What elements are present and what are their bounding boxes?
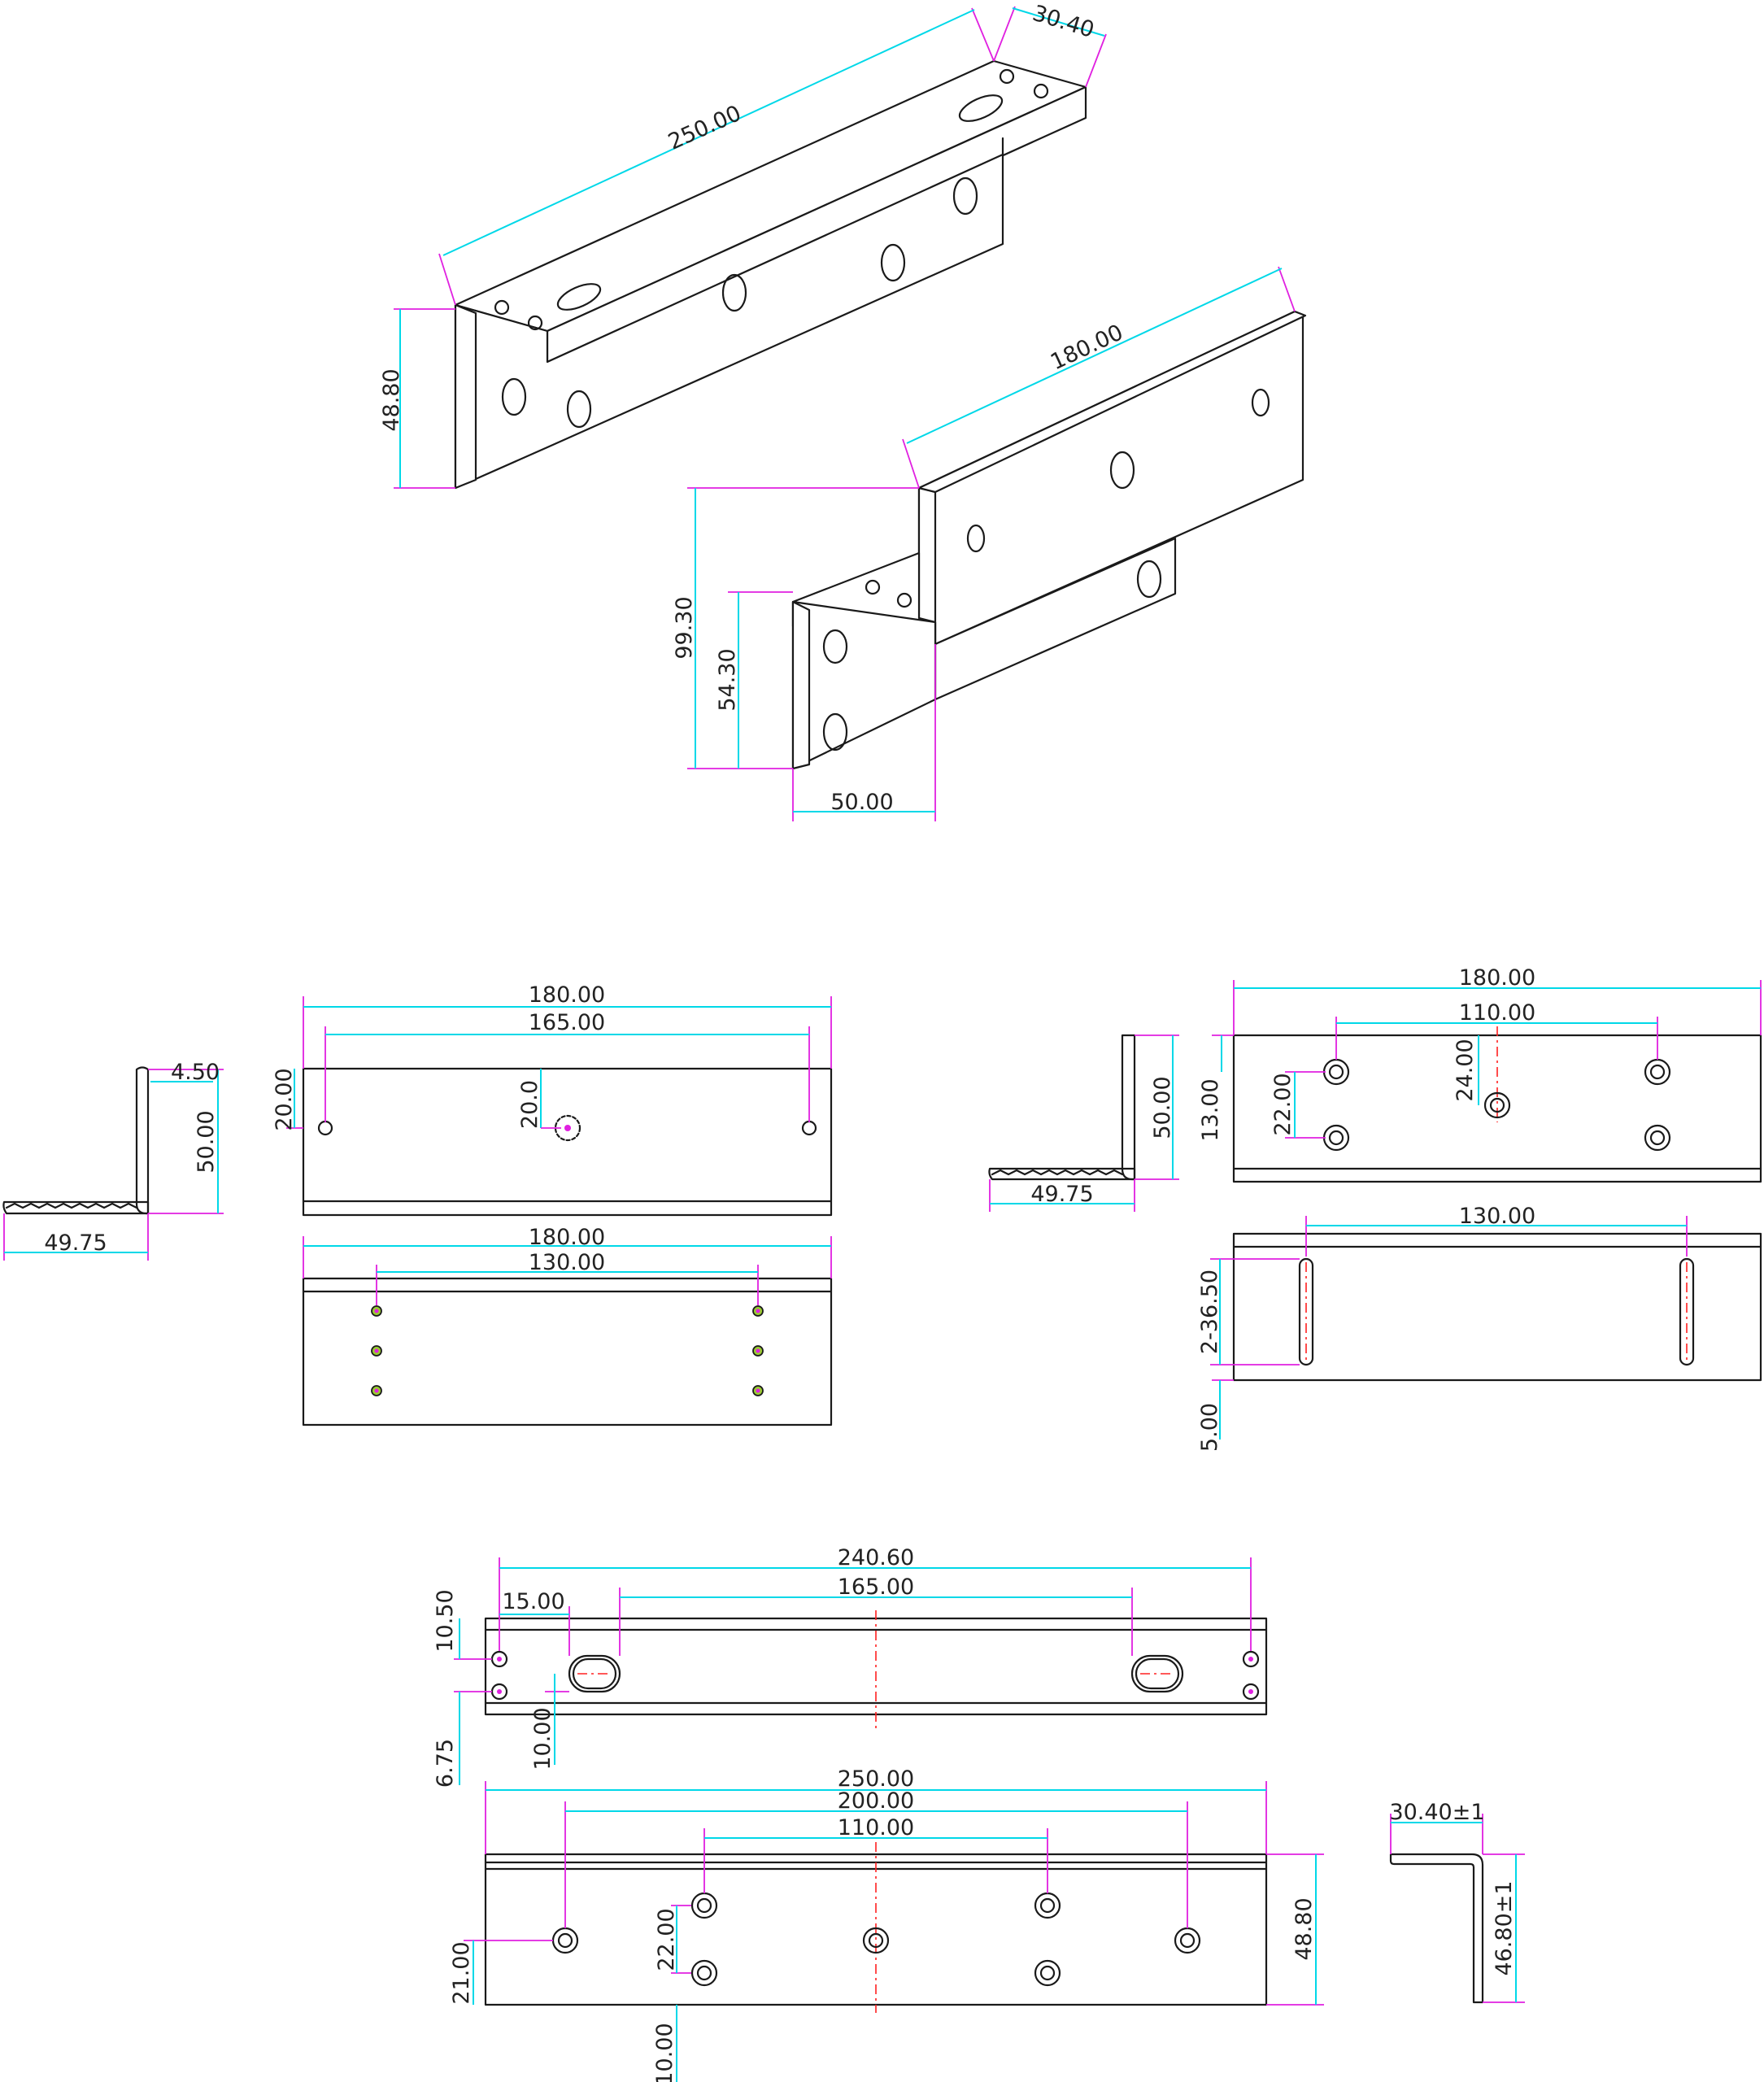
dim-v4-base: 49.75 [1030, 1182, 1093, 1207]
dim-v2-holes: 165.00 [529, 1010, 605, 1035]
dim-iso2-base: 50.00 [830, 790, 893, 815]
dim-v3-length: 180.00 [529, 1225, 605, 1250]
dim-iso2-length: 180.00 [1047, 320, 1127, 375]
dim-v1-thick: 4.50 [171, 1060, 220, 1085]
dim-v5-top: 13.00 [1198, 1078, 1223, 1141]
dim-v1-height: 50.00 [194, 1110, 219, 1173]
dim-v6-offset: 5.00 [1197, 1403, 1222, 1452]
dim-v7-lower: 6.75 [433, 1739, 458, 1788]
dim-v7-height: 10.50 [433, 1589, 458, 1652]
dim-v5-length: 180.00 [1459, 965, 1535, 991]
dim-v8-spacing: 22.00 [654, 1908, 679, 1971]
view-plate-180-right-top: 180.00 110.00 24.00 13.00 22.00 [1198, 965, 1762, 1183]
dim-v1-base: 49.75 [44, 1230, 107, 1256]
dim-v2-length: 180.00 [529, 982, 605, 1008]
view-plate-250-front: 250.00 200.00 110.00 22.00 21.00 48.80 1… [449, 1766, 1324, 2082]
dim-v8-bottom: 10.00 [652, 2023, 677, 2082]
dim-v8-outer: 200.00 [838, 1788, 914, 1814]
view-l-profile-left: 4.50 50.00 49.75 [2, 1060, 224, 1261]
dim-v2-center: 20.0 [517, 1080, 542, 1129]
dim-v8-length: 250.00 [838, 1766, 914, 1792]
view-plate-250-top: 240.60 165.00 15.00 10.50 6.75 10.00 [433, 1545, 1268, 1788]
dim-iso2-lower-height: 54.30 [715, 648, 740, 711]
dim-v7-total: 240.60 [838, 1545, 914, 1570]
dim-v9-height: 46.80±1 [1492, 1880, 1517, 1975]
dim-v5-holes: 110.00 [1459, 1000, 1535, 1026]
dim-v3-holes: 130.00 [529, 1250, 605, 1275]
dim-v7-edge: 15.00 [502, 1589, 564, 1614]
dim-v9-width: 30.40±1 [1389, 1800, 1484, 1825]
dim-v4-height: 50.00 [1150, 1076, 1175, 1139]
dim-v6-slot: 2-36.50 [1197, 1270, 1222, 1354]
dim-v7-slots: 165.00 [838, 1575, 914, 1600]
dim-iso-height: 48.80 [379, 368, 404, 431]
iso-l-bracket: 250.00 30.40 48.80 [379, 1, 1107, 490]
view-plate-180-front: 180.00 130.00 [302, 1225, 833, 1426]
view-l-profile-right: 50.00 49.75 [988, 1034, 1179, 1212]
dim-v6-holes: 130.00 [1459, 1204, 1535, 1229]
dim-iso2-total-height: 99.30 [672, 596, 697, 659]
dim-v5-center: 24.00 [1453, 1039, 1478, 1101]
dim-iso-length: 250.00 [664, 101, 745, 155]
dim-iso-width: 30.40 [1030, 1, 1097, 43]
dim-v5-spacing: 22.00 [1270, 1073, 1296, 1135]
dim-v8-lower: 21.00 [449, 1941, 474, 2004]
view-plate-180-top: 180.00 165.00 20.00 20.0 [272, 982, 833, 1217]
dim-v2-edge: 20.00 [272, 1068, 297, 1130]
dim-v8-inner: 110.00 [838, 1815, 914, 1840]
view-l-section-small: 30.40±1 46.80±1 [1389, 1800, 1525, 2004]
dim-v7-slot-off: 10.00 [530, 1707, 555, 1770]
dim-v8-height: 48.80 [1291, 1897, 1317, 1960]
view-plate-180-right-front: 130.00 2-36.50 5.00 [1197, 1204, 1762, 1452]
iso-z-bracket: 180.00 99.30 54.30 50.00 [672, 266, 1307, 821]
